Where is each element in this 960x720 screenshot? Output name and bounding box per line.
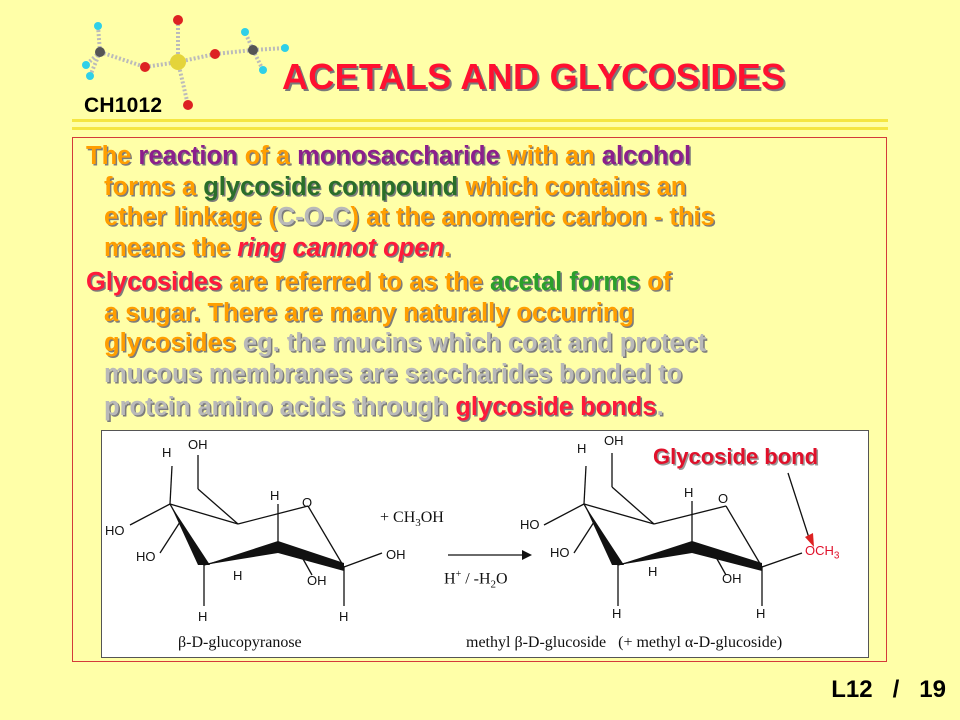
page-separator: / [892, 676, 900, 703]
text-segment: mucous membranes are saccharides bonded … [104, 359, 683, 388]
text-segment: reaction [138, 142, 238, 170]
left-label-ho-left: HO [105, 523, 125, 538]
text-segment: ) at the anomeric carbon - this [350, 203, 715, 231]
text-segment: glycosides [104, 329, 236, 357]
catalyst-end: O [496, 570, 508, 588]
catalyst-h: H [444, 570, 456, 588]
paragraph-2-line: Glycosides are referred to as the acetal… [86, 267, 886, 298]
left-label-oh-right: OH [386, 547, 406, 562]
glycoside-bond-label: Glycoside bond [653, 444, 819, 469]
left-label-h-ring: H [270, 488, 280, 503]
text-segment: . [656, 393, 664, 421]
text-segment: which contains an [458, 172, 687, 201]
paragraph-2: Glycosides are referred to as the acetal… [86, 267, 886, 423]
title-divider-bottom [72, 127, 888, 130]
right-label-och3: OCH3 [805, 543, 839, 562]
left-label-ho-mid: HO [136, 549, 156, 564]
text-segment: means the [104, 233, 238, 262]
page-title: ACETALS AND GLYCOSIDES [282, 56, 786, 97]
text-segment: forms a [104, 172, 204, 201]
text-segment: . [444, 233, 452, 262]
text-segment: eg. the mucins which coat and protect [235, 329, 707, 357]
catalyst-subscript: 2 [490, 578, 497, 591]
paragraph-1-line: ether linkage (C-O-C) at the anomeric ca… [86, 202, 886, 233]
reaction-diagram: H OH HO HO H O OH H OH H H + CH3OH H+ / … [101, 430, 869, 658]
left-label-h-dot: H [233, 568, 243, 583]
paragraph-2-line: mucous membranes are saccharides bonded … [86, 359, 886, 390]
right-label-oh-top: OH [604, 433, 624, 448]
paragraph-2-line: protein amino acids through glycoside bo… [86, 392, 886, 423]
paragraph-2-line: glycosides eg. the mucins which coat and… [86, 328, 886, 359]
page-number: 19 [919, 676, 946, 703]
reagent-subscript: 3 [415, 517, 421, 530]
och-text: OCH [805, 543, 834, 558]
och-subscript: 3 [833, 550, 840, 562]
right-label-h-top: H [577, 441, 587, 456]
left-label-oh-bottom: OH [307, 573, 327, 588]
left-label-oh-top: OH [188, 437, 208, 452]
left-compound-name: β-D-glucopyranose [178, 634, 302, 651]
text-segment: protein amino acids through [104, 393, 456, 421]
reagent-text-end: OH [420, 509, 444, 526]
paragraph-1-line: means the ring cannot open. [86, 233, 886, 264]
reagent-text: + CH [380, 509, 416, 526]
right-label-ho-left: HO [520, 517, 540, 532]
title-divider-top [72, 119, 888, 122]
course-code: CH1012 [84, 94, 163, 117]
left-label-h-bottom-left: H [198, 609, 208, 624]
right-label-h-bottom-left: H [612, 606, 622, 621]
reaction-structures [129, 453, 814, 606]
slide-number: L12 / 19 [831, 676, 946, 704]
text-segment: monosaccharide [297, 142, 500, 170]
text-segment: ether linkage ( [104, 203, 277, 231]
catalyst-mid: / -H [461, 570, 491, 588]
catalyst-superscript: + [455, 569, 462, 580]
right-label-h-bottom-right: H [756, 606, 766, 621]
paragraph-2-line: a sugar. There are many naturally occurr… [86, 298, 886, 329]
text-segment: The [86, 142, 139, 170]
text-segment: glycoside bonds [455, 393, 657, 421]
text-segment: alcohol [601, 142, 692, 170]
paragraph-1-line: forms a glycoside compound which contain… [86, 172, 886, 203]
text-segment: are referred to as the [222, 268, 490, 296]
right-label-ho-mid: HO [550, 545, 570, 560]
paragraph-1: The reaction of a monosaccharide with an… [86, 141, 886, 263]
text-segment: ring cannot open [237, 233, 445, 262]
right-label-h-dot: H [648, 564, 658, 579]
text-segment: acetal forms [489, 268, 641, 296]
reagent-label: + CH3OH [380, 509, 444, 529]
text-segment: C-O-C [276, 203, 351, 231]
text-segment: of [640, 268, 672, 296]
text-segment: a sugar. There are many naturally occurr… [104, 298, 635, 327]
catalyst-label: H+ / -H2O [444, 569, 508, 591]
paragraph-1-line: The reaction of a monosaccharide with an… [86, 141, 886, 172]
text-segment: of a [237, 142, 298, 170]
molecule-logo [82, 15, 289, 110]
text-segment: with an [499, 142, 602, 170]
left-label-o-ring: O [302, 495, 313, 510]
right-compound-name: methyl β-D-glucoside (+ methyl α-D-gluco… [466, 634, 783, 651]
left-label-h-top: H [162, 445, 172, 460]
text-segment: Glycosides [86, 268, 223, 296]
lecture-number: L12 [831, 676, 873, 703]
right-label-h-ring: H [684, 485, 694, 500]
content-panel [72, 137, 887, 662]
left-label-h-bottom-right: H [339, 609, 349, 624]
right-label-o-ring: O [718, 491, 729, 506]
text-segment: glycoside compound [203, 172, 459, 201]
right-label-oh-bottom: OH [722, 571, 742, 586]
